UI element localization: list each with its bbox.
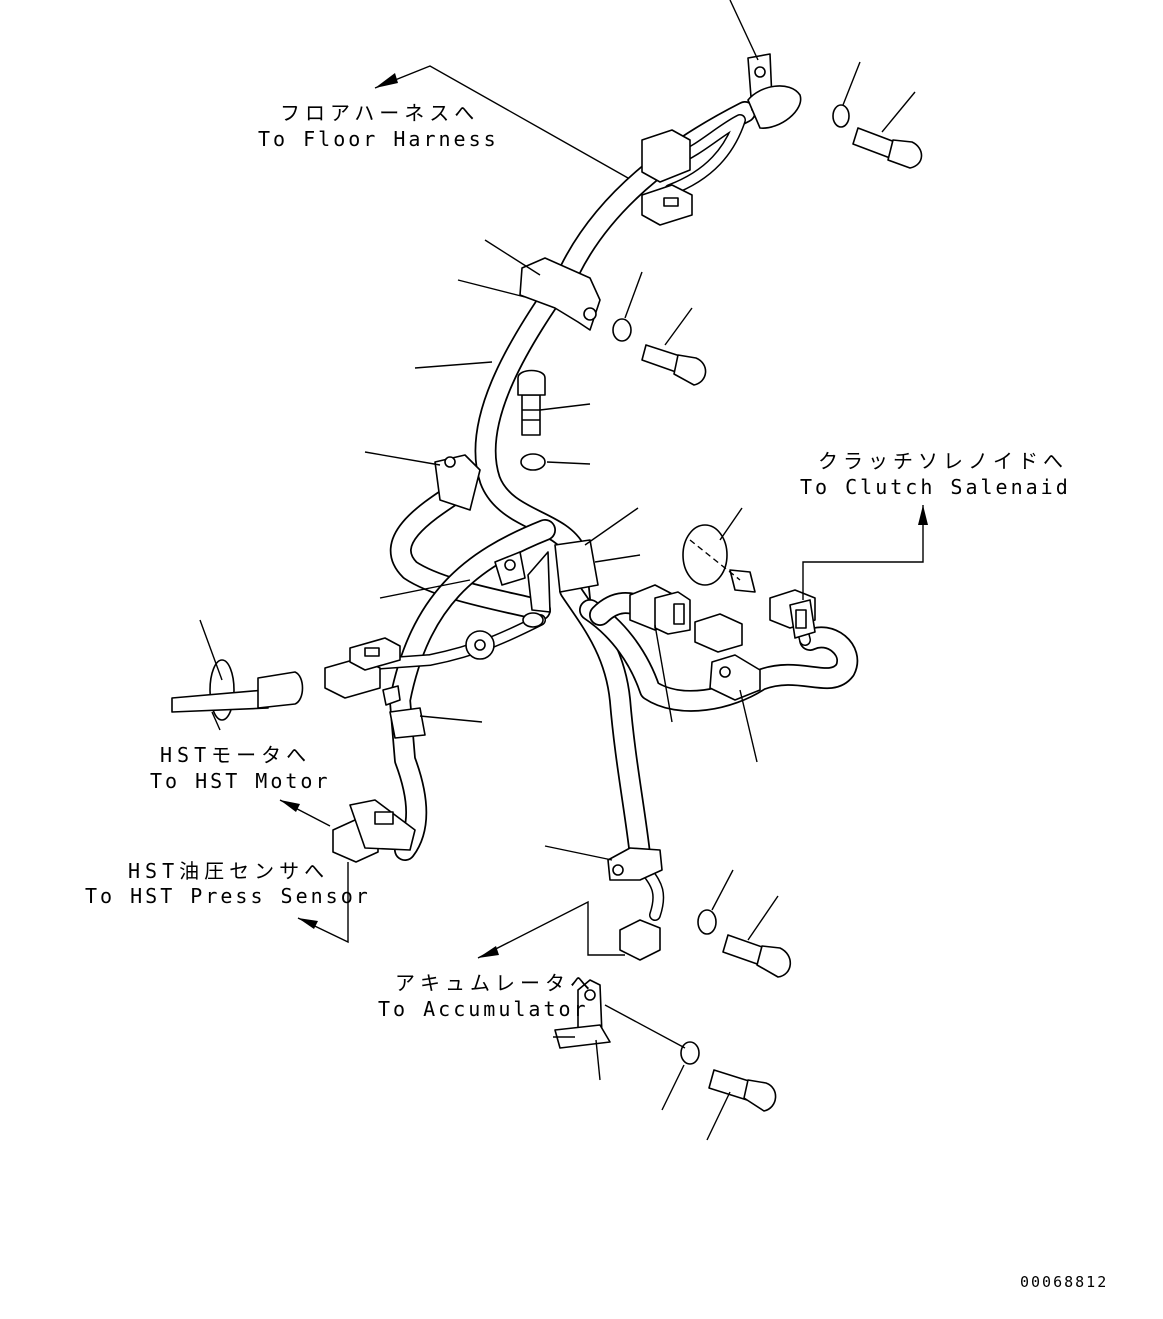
arrow-clutch-solenoid [918, 505, 928, 525]
clutch-solenoid-connectors [629, 524, 816, 701]
upper-clamp [519, 257, 707, 386]
floor-harness-label-jp: フロアハーネスへ [280, 101, 480, 125]
hst-press-sensor-connector [332, 799, 416, 863]
lower-right-clamp [607, 847, 792, 978]
top-grommet [747, 85, 802, 129]
label-pointers [279, 65, 928, 959]
clutch-solenoid-label-jp: クラッチソレノイドへ [818, 449, 1068, 473]
washer-upper [612, 318, 632, 342]
harness-trunks [354, 101, 859, 921]
top-bracket-hole [754, 66, 766, 78]
hst-motor-label-jp: HSTモータへ [160, 743, 312, 767]
center-junction [465, 539, 599, 660]
top-connector-group [641, 53, 923, 226]
clutch-grommet [682, 524, 728, 586]
hst-press-sensor-label-en: To HST Press Sensor [85, 884, 371, 908]
arrow-hst-press-sensor [298, 918, 318, 929]
clutch-solenoid-label-en: To Clutch Salenaid [800, 475, 1071, 499]
arrow-floor-harness [375, 73, 398, 88]
leader-lines [199, 0, 916, 1141]
center-bolt [517, 369, 546, 436]
accumulator-label-jp: アキュムレータへ [395, 971, 595, 995]
bolt-top-right [852, 127, 923, 169]
drawing-number: 00068812 [1020, 1273, 1109, 1291]
arrow-accumulator [478, 946, 499, 958]
left-upper-clamp [434, 454, 481, 511]
floor-harness-label-en: To Floor Harness [258, 127, 499, 151]
lower-left-clamp [382, 685, 426, 739]
hst-motor-label-en: To HST Motor [150, 769, 331, 793]
arrow-hst-motor [280, 800, 300, 812]
top-connector-a [641, 129, 691, 183]
washer-accumulator [680, 1041, 700, 1065]
washer-lower-right [697, 909, 717, 935]
top-connector-slot [663, 197, 679, 207]
washer-center [520, 453, 546, 471]
accumulator-label-en: To Accumulator [378, 997, 589, 1021]
hst-motor-connectors [171, 637, 401, 731]
hst-press-sensor-label-jp: HST油圧センサへ [128, 859, 330, 883]
bolt-upper [641, 344, 707, 386]
bolt-lower-right [722, 934, 792, 978]
washer-top-right [832, 104, 850, 128]
bolt-accumulator [708, 1069, 777, 1112]
